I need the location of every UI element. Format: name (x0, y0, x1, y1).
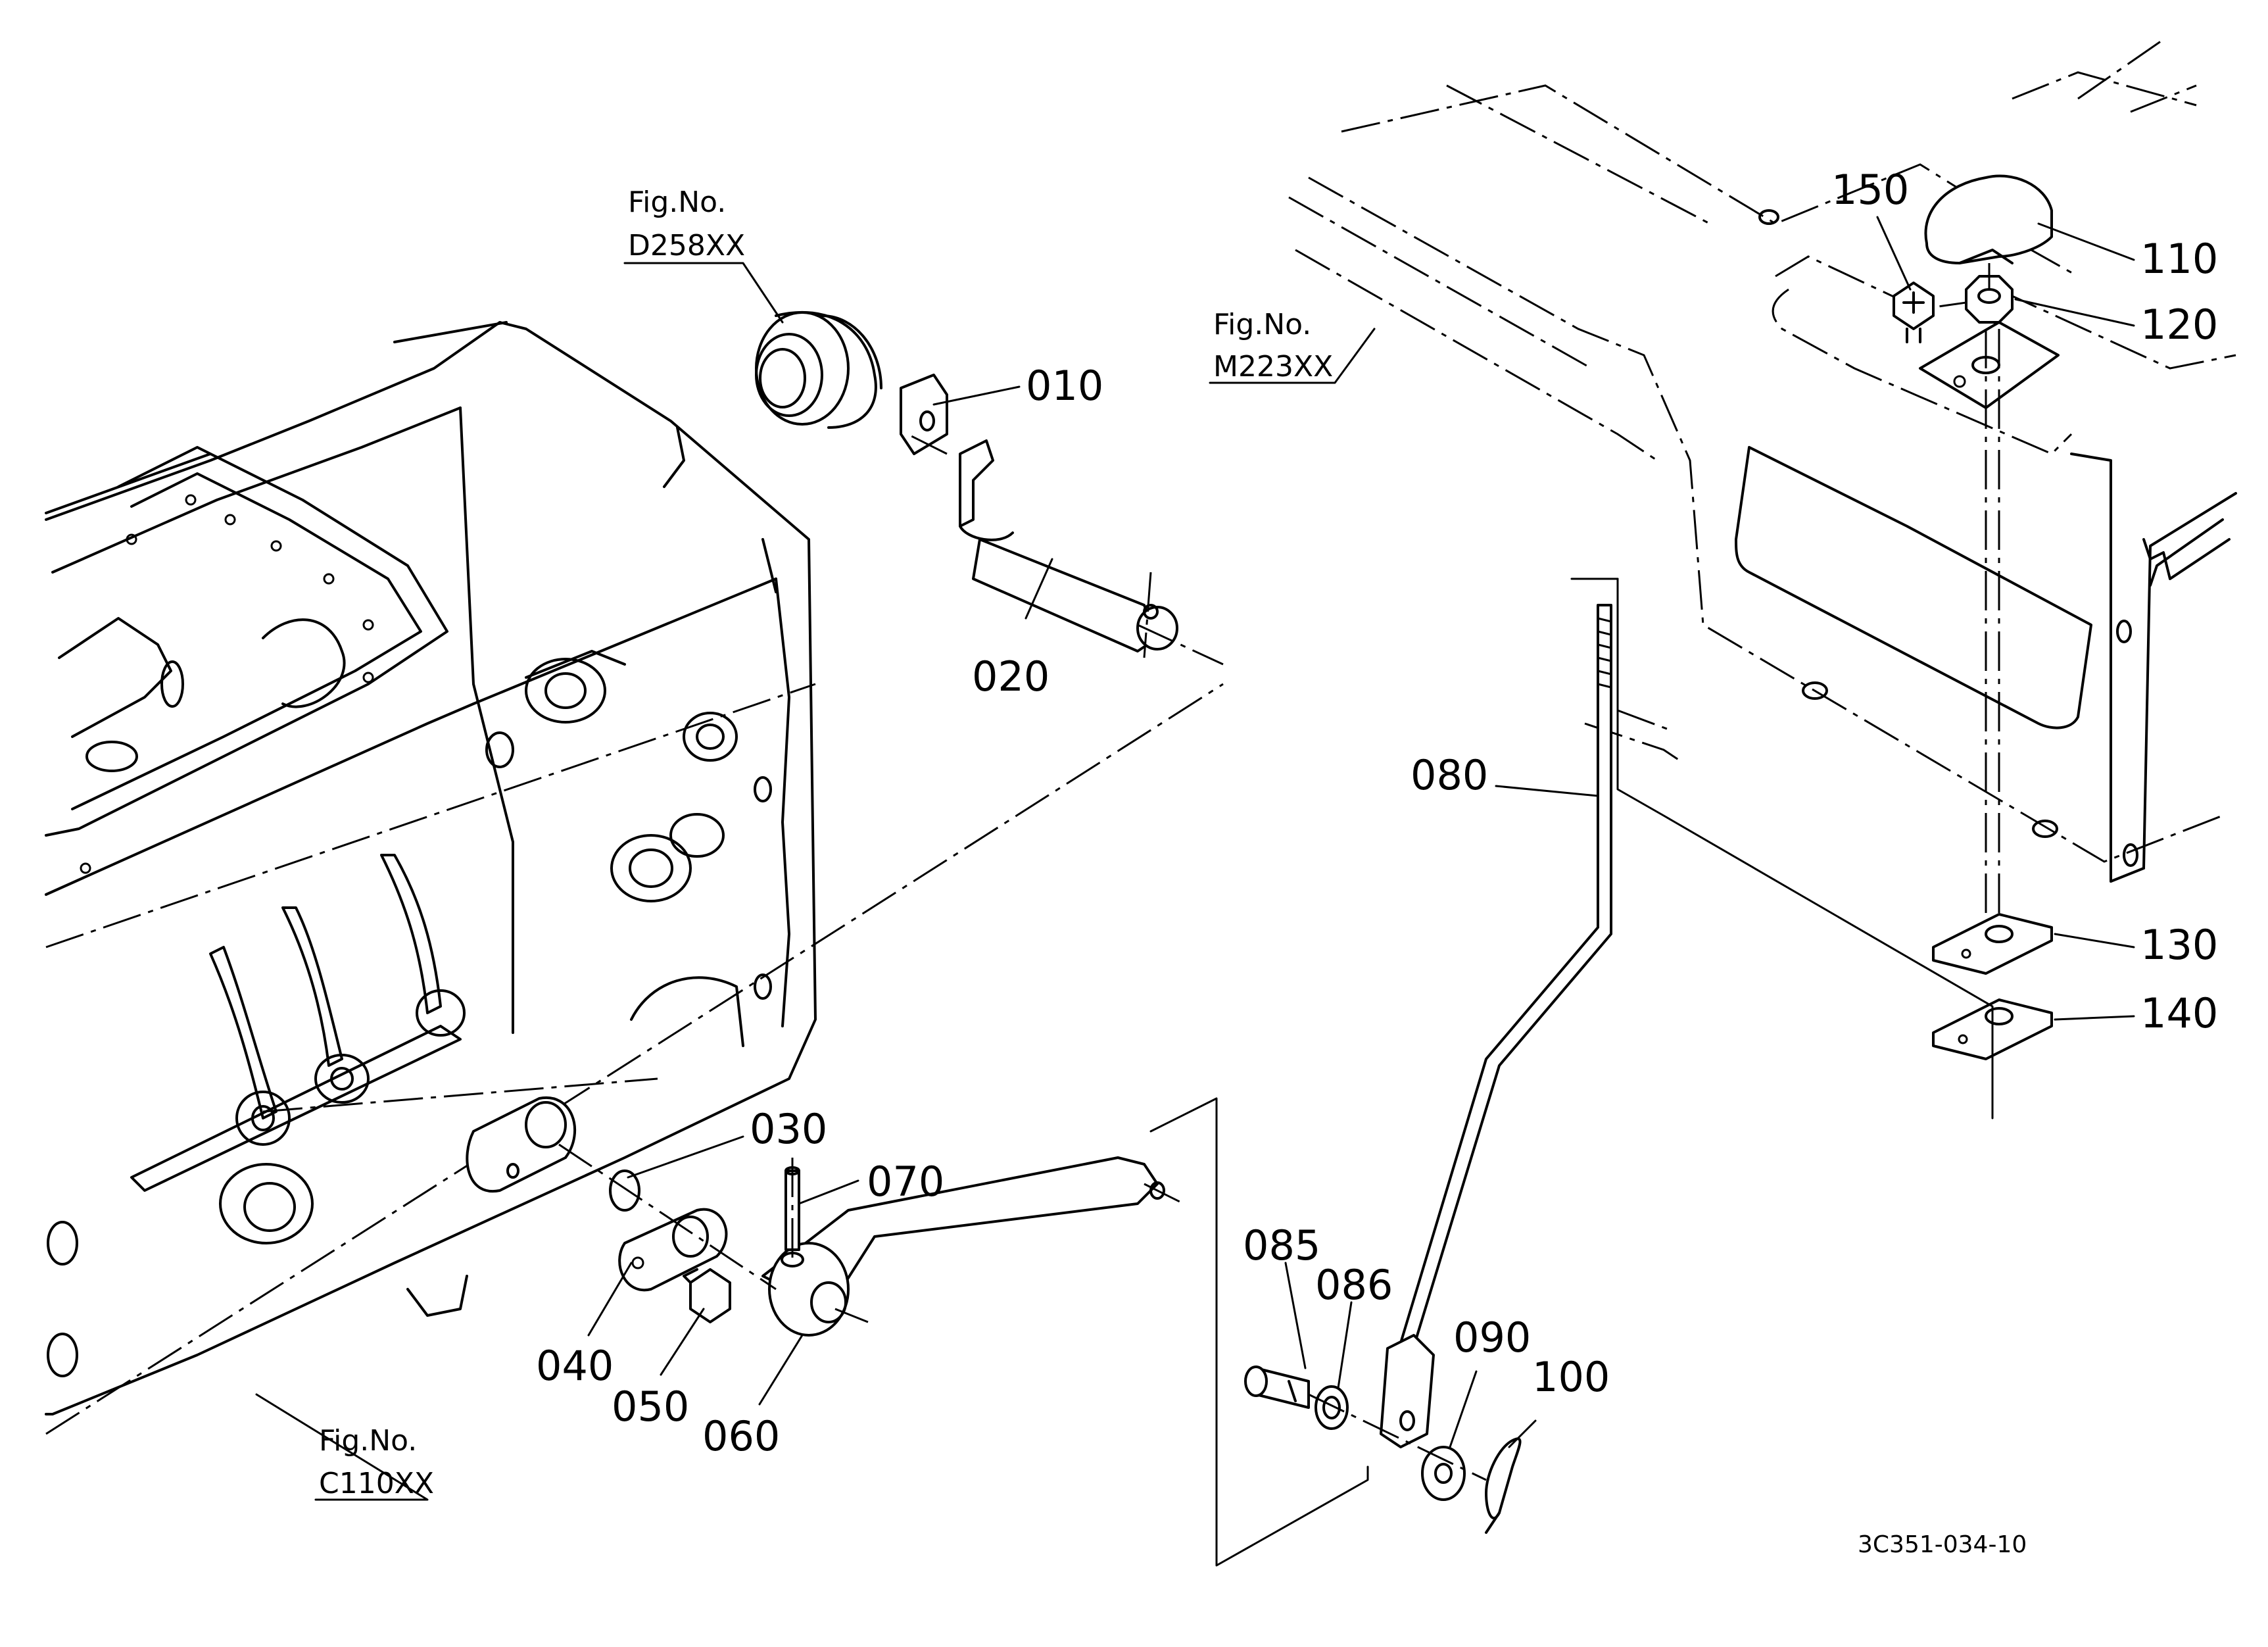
transmission-housing (45, 321, 1224, 1435)
callout-130: 130 (2140, 921, 2218, 969)
boss-plate-housing (466, 1096, 577, 1193)
callout-085: 085 (1243, 1221, 1320, 1269)
part-120-nut (1965, 275, 2014, 324)
part-080-rod (1380, 604, 1612, 1448)
callout-leaders (587, 216, 2135, 1448)
callout-040: 040 (536, 1342, 614, 1390)
part-010-slider-block (900, 374, 948, 455)
drawing-code: 3C351-034-10 (1858, 1531, 2027, 1558)
callout-100: 100 (1532, 1353, 1610, 1401)
reference-m223xx: Fig.No. M223XX (1209, 308, 1376, 384)
part-030-o-ring (609, 1169, 640, 1212)
callout-060: 060 (702, 1412, 780, 1460)
callout-050: 050 (612, 1383, 689, 1431)
part-085-pin (1244, 1365, 1310, 1409)
part-150-bolt (1893, 282, 1935, 343)
reference-c110xx-line2: C110XX (319, 1467, 434, 1500)
callout-140: 140 (2140, 989, 2218, 1037)
callout-090: 090 (1453, 1314, 1531, 1362)
callout-120: 120 (2140, 301, 2218, 349)
part-110-knob (1924, 174, 2053, 264)
callout-010: 010 (1026, 362, 1103, 410)
reference-d258xx: Fig.No. D258XX (623, 185, 784, 324)
callout-070: 070 (867, 1158, 944, 1206)
reference-d258xx-line2: D258XX (628, 229, 745, 262)
reference-d258xx-line1: Fig.No. (628, 185, 726, 219)
reference-m223xx-line2: M223XX (1213, 350, 1333, 383)
callout-150: 150 (1831, 166, 1909, 214)
part-060-arm (761, 1156, 1165, 1337)
reference-c110xx: Fig.No. C110XX (255, 1393, 434, 1501)
part-020-release-shaft (907, 433, 1224, 666)
callout-110: 110 (2140, 235, 2218, 283)
release-bearing-assembly (755, 310, 882, 429)
part-050-bolt (683, 1268, 731, 1323)
part-130-plate (1932, 913, 2053, 975)
callout-020: 020 (972, 652, 1050, 701)
callout-labels: 010 020 030 040 050 060 070 080 085 086 … (536, 166, 2218, 1460)
part-086-washer (1315, 1385, 1349, 1430)
reference-m223xx-line1: Fig.No. (1213, 308, 1311, 341)
upper-bracket (1919, 321, 2060, 409)
part-100-clip (1485, 1437, 1522, 1534)
fender-panel (1288, 38, 2237, 883)
callout-080: 080 (1411, 751, 1488, 799)
reference-c110xx-line1: Fig.No. (319, 1424, 417, 1458)
callout-086: 086 (1315, 1261, 1393, 1309)
part-090-washer (1421, 1446, 1466, 1501)
part-040-plate (618, 1208, 728, 1292)
callout-030: 030 (750, 1105, 827, 1153)
